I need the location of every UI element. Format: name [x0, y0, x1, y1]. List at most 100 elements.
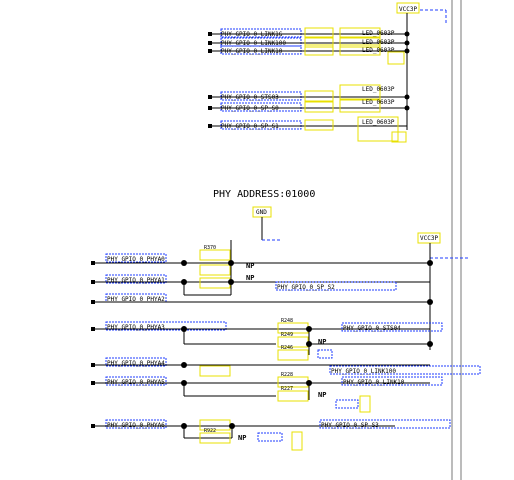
net-label-box — [220, 45, 302, 55]
led-box — [339, 36, 381, 48]
gnd-box — [359, 395, 371, 413]
part-box — [335, 399, 359, 409]
net-label-box — [341, 322, 443, 332]
led-label: LED_0603P — [362, 39, 395, 46]
np-label: NP — [246, 274, 254, 282]
net-label-box — [319, 419, 451, 429]
led-box — [339, 27, 381, 39]
led-indicator-dot — [208, 49, 212, 53]
junction-dot — [404, 40, 410, 46]
resistor-box — [199, 365, 231, 377]
pin-dot — [91, 280, 95, 284]
junction-dot — [228, 279, 234, 285]
pin-dot — [91, 261, 95, 265]
net-label-box — [105, 376, 167, 386]
resistor-label: R228 — [281, 372, 293, 378]
led-section: VCC3P PHY_GPIO_0_LINK1G LED_0603P PHY_GP… — [208, 2, 447, 143]
resistor-label: R227 — [281, 386, 293, 392]
net-label-box — [105, 419, 167, 429]
led-box — [339, 99, 381, 113]
resistor-box — [277, 390, 309, 402]
junction-dot — [427, 299, 433, 305]
gnd-label: GND — [256, 209, 267, 216]
part-box — [387, 51, 405, 65]
resistor-box — [304, 101, 334, 113]
junction-dot — [181, 362, 187, 368]
resistor-box — [199, 264, 231, 276]
net-label-box — [220, 91, 302, 101]
vcc-power-label: VCC3P — [399, 6, 417, 13]
vcc-power-box — [396, 2, 420, 14]
resistor-box — [304, 44, 334, 56]
net-label-box — [105, 253, 167, 263]
pin-dot — [91, 381, 95, 385]
net-label: PHY_GPIO_0_LINK100 — [331, 368, 396, 375]
net-label: PHY_GPIO_0_PHYA3 — [107, 324, 165, 331]
junction-dot — [404, 105, 410, 111]
vcc-label: VCC3P — [420, 235, 438, 242]
np-label: NP — [238, 434, 246, 442]
resistor-label: R370 — [204, 245, 216, 251]
led-indicator-dot — [208, 32, 212, 36]
net-label: PHY_GPIO_0_PHYA1 — [107, 277, 165, 284]
resistor-box — [199, 432, 231, 444]
net-label: PHY_GPIO_0_SP_S2 — [277, 284, 335, 291]
led-label: LED_0603P — [362, 86, 395, 93]
strap-section: GND VCC3P PHY_GPIO_0_PHYA0 R370 NP PHY_G… — [91, 206, 481, 451]
net-label-box — [341, 376, 443, 386]
pin-dot — [91, 327, 95, 331]
resistor-box — [304, 36, 334, 48]
net-label-box — [105, 274, 167, 284]
pin-dot — [91, 424, 95, 428]
resistor-box — [304, 27, 334, 39]
net-label: PHY_GPIO_0_SP_S3 — [321, 422, 379, 429]
net-label: PHY_GPIO_0_PHYA4 — [107, 360, 165, 367]
resistor-box — [277, 349, 309, 361]
net-label-box — [329, 365, 481, 375]
pin-dot — [91, 300, 95, 304]
gnd-box — [291, 431, 303, 451]
resistor-box — [304, 119, 334, 131]
junction-dot — [427, 260, 433, 266]
net-label-box — [105, 321, 227, 331]
net-label-box — [220, 120, 302, 130]
led-box — [357, 116, 399, 142]
resistor-box — [304, 90, 334, 102]
net-label-box — [220, 102, 302, 112]
led-indicator-dot — [208, 124, 212, 128]
part-box — [391, 131, 407, 143]
led-indicator-dot — [208, 41, 212, 45]
junction-dot — [404, 48, 410, 54]
led-label: LED_0603P — [362, 30, 395, 37]
net-label-box — [220, 28, 302, 38]
junction-dot — [181, 260, 187, 266]
junction-dot — [404, 31, 410, 37]
led-label: LED_0603P — [362, 47, 395, 54]
vcc-box — [417, 232, 441, 244]
junction-dot — [404, 94, 410, 100]
resistor-box — [199, 249, 231, 261]
resistor-label: R249 — [281, 332, 293, 338]
resistor-box — [199, 277, 231, 289]
junction-dot — [228, 260, 234, 266]
part-box — [317, 349, 333, 359]
np-label: NP — [246, 262, 254, 270]
resistor-label: R922 — [204, 428, 216, 434]
net-label: PHY_GPIO_0_PHYA2 — [107, 296, 165, 303]
pin-dot — [91, 363, 95, 367]
led-label: LED_0603P — [362, 99, 395, 106]
net-label-box — [275, 281, 397, 291]
led-indicator-dot — [208, 95, 212, 99]
net-label: PHY_GPIO_0_LINK10 — [343, 379, 405, 386]
led-label: LED_0603P — [362, 119, 395, 126]
np-label: NP — [318, 338, 326, 346]
net-label: PHY_GPIO_0_STS04 — [343, 325, 401, 332]
led-box — [339, 84, 381, 100]
resistor-label: R246 — [281, 345, 293, 351]
led-indicator-dot — [208, 106, 212, 110]
part-box — [257, 432, 283, 442]
phy-address-title: PHY ADDRESS:01000 — [213, 189, 315, 200]
net-label-box — [105, 357, 167, 367]
resistor-label: R248 — [281, 318, 293, 324]
